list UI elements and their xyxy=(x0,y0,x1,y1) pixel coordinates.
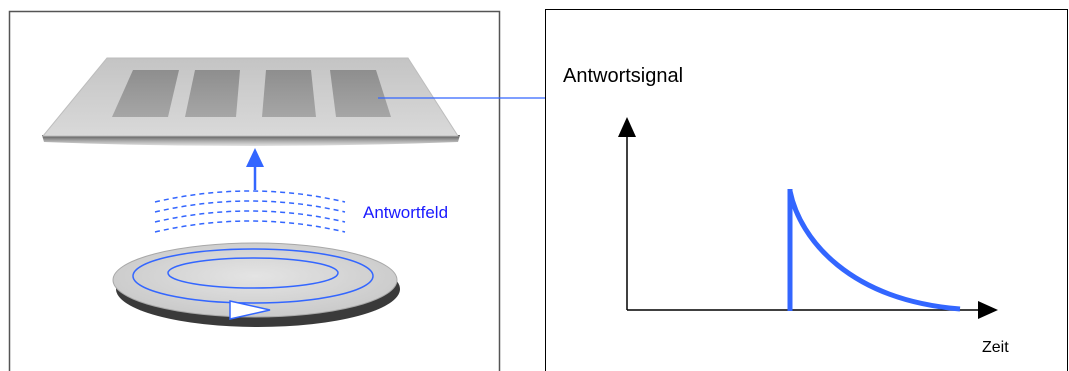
time-axis-label: Zeit xyxy=(982,339,1009,356)
sensor-bar-2 xyxy=(185,70,240,117)
response-signal-label: Antwortsignal xyxy=(563,65,683,87)
signal-decay xyxy=(787,190,961,312)
field-direction-arrow xyxy=(246,148,264,190)
plate-shadow-edge xyxy=(42,135,460,146)
right-panel: Antwortsignal Zeit xyxy=(545,9,1068,371)
right-panel-frame xyxy=(545,9,1068,371)
x-axis-arrow-icon xyxy=(978,301,998,319)
left-panel: Antwortfeld xyxy=(8,10,501,371)
coil-ring-inner xyxy=(167,257,339,289)
sensor-bar-4 xyxy=(330,70,391,117)
sensor-bar-1 xyxy=(112,70,179,117)
signal-curve xyxy=(787,189,961,312)
coil-disc xyxy=(112,242,400,327)
coil-ring-outer xyxy=(132,248,374,304)
arrow-head xyxy=(246,148,264,167)
coil-current-arrow-icon xyxy=(229,300,271,320)
sensor-array-plate xyxy=(41,57,460,146)
plate-surface xyxy=(41,57,459,137)
sensor-bar-3 xyxy=(262,70,316,117)
response-field-label: Antwortfeld xyxy=(363,203,448,222)
signal-axes xyxy=(618,117,998,319)
y-axis-arrow-icon xyxy=(618,117,636,137)
